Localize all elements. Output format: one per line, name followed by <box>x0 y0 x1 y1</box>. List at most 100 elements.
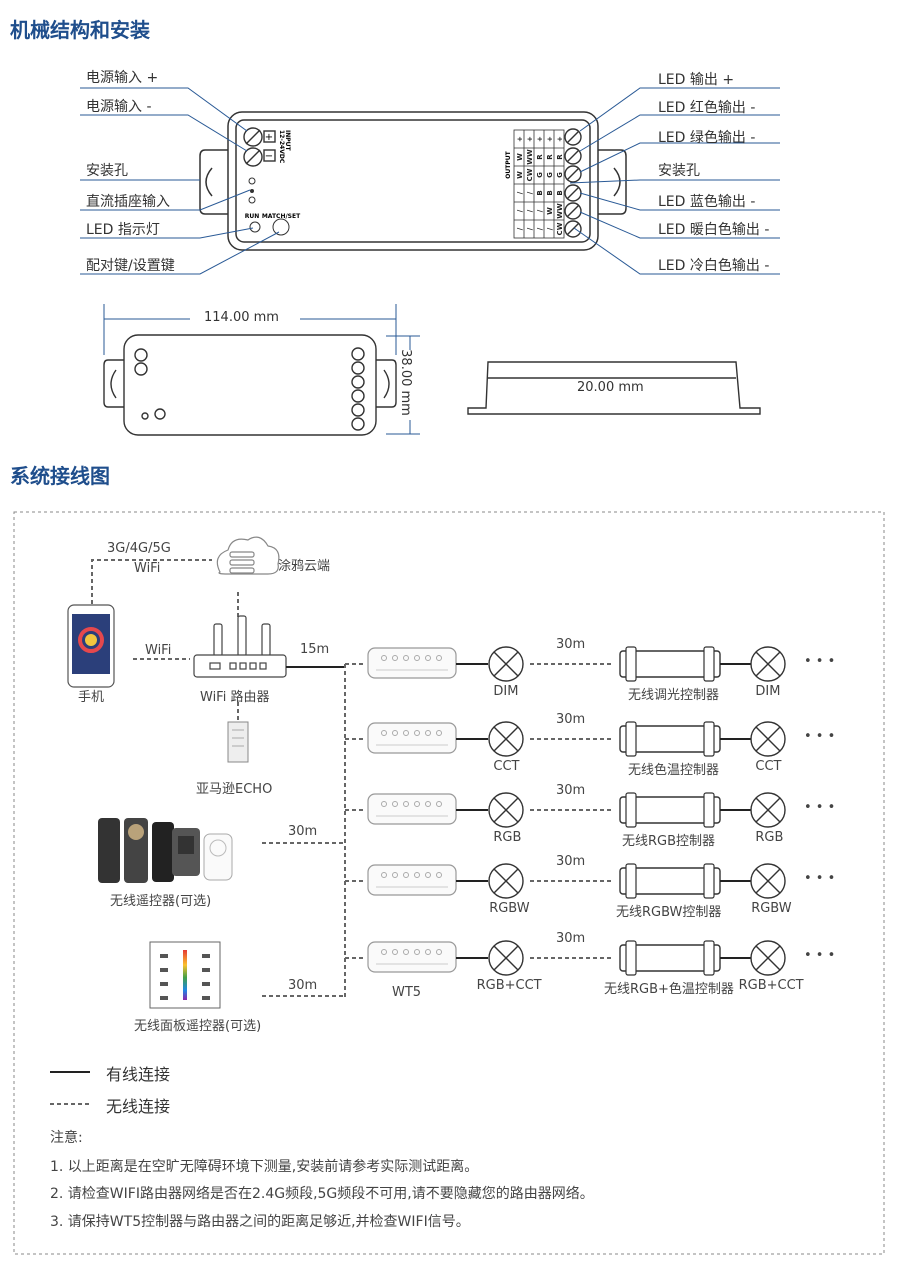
lamp-icon <box>488 940 524 976</box>
lamp-type-label-right: RGB+CCT <box>738 978 804 993</box>
legend-wireless: 无线连接 <box>106 1097 171 1116</box>
terminal-screw-slot <box>566 149 580 163</box>
wt5-controller <box>367 722 457 754</box>
output-table-cell: CW <box>526 168 534 181</box>
echo-label: 亚马逊ECHO <box>196 782 273 797</box>
svg-text:INPUT: INPUT <box>284 130 291 152</box>
remote-label: 无线遥控器(可选) <box>110 894 212 909</box>
more-ellipsis: • • • <box>804 800 836 815</box>
receiver-controller <box>619 792 721 828</box>
output-table-cell: W <box>546 207 554 215</box>
output-table-cell: G <box>556 172 564 178</box>
output-table-cell: R <box>556 154 564 160</box>
wiring-section-title: 系统接线图 <box>10 464 110 488</box>
wireless-distance-label: 30m <box>556 637 586 652</box>
wireless-distance-label: 30m <box>556 712 586 727</box>
wireless-distance-label: 30m <box>556 783 586 798</box>
output-table-cell: / <box>516 191 524 194</box>
label-power-in-neg: 电源输入 - <box>86 99 152 115</box>
svg-text:OUTPUT: OUTPUT <box>505 150 512 178</box>
output-table-cell: W <box>516 153 524 161</box>
terminal-screw-slot <box>566 167 580 181</box>
lamp-icon <box>750 646 786 682</box>
label-led-red: LED 红色输出 - <box>658 100 756 116</box>
output-table-cell: CW <box>556 222 564 235</box>
output-table-cell: + <box>526 136 534 142</box>
lamp-icon <box>488 721 524 757</box>
receiver-controller <box>619 940 721 976</box>
notes-title: 注意: <box>50 1130 83 1146</box>
more-ellipsis: • • • <box>804 654 836 669</box>
output-table-cell: R <box>536 154 544 160</box>
dim-width: 114.00 mm <box>204 310 279 325</box>
phone-label: 手机 <box>78 690 105 705</box>
output-table-cell: WW <box>556 203 564 219</box>
label-mount-hole-right: 安装孔 <box>658 163 700 179</box>
dim-depth: 20.00 mm <box>577 380 644 395</box>
terminal-screw-slot <box>566 186 580 200</box>
lamp-icon <box>488 792 524 828</box>
wifi-link-label: WiFi <box>145 643 172 658</box>
more-ellipsis: • • • <box>804 948 836 963</box>
terminal-screw-slot <box>566 204 580 218</box>
lamp-type-label: RGB <box>493 830 522 845</box>
output-table-cell: G <box>546 172 554 178</box>
controller-label: 无线RGB+色温控制器 <box>604 982 734 997</box>
terminal-screw-slot <box>566 222 580 236</box>
output-table-cell: R <box>546 154 554 160</box>
label-dc-jack: 直流插座输入 <box>86 194 170 210</box>
note-3: 3. 请保持WT5控制器与路由器之间的距离足够近,并检查WIFI信号。 <box>50 1214 470 1230</box>
wt5-controller <box>367 647 457 679</box>
output-table-cell: + <box>546 136 554 142</box>
svg-text:MATCH/SET: MATCH/SET <box>262 213 301 220</box>
panel-label: 无线面板遥控器(可选) <box>134 1019 262 1034</box>
receiver-controller <box>619 721 721 757</box>
output-table-cell: + <box>556 136 564 142</box>
lamp-type-label: DIM <box>493 684 519 699</box>
output-table-cell: / <box>536 209 544 212</box>
net-label-cellular: 3G/4G/5G <box>107 541 171 556</box>
svg-text:+: + <box>265 132 273 143</box>
receiver-controller <box>619 646 721 682</box>
output-table-cell: WW <box>526 149 534 165</box>
controller-label: 无线RGB控制器 <box>622 834 716 849</box>
terminal-screw-slot <box>566 130 580 144</box>
controller-label: 无线色温控制器 <box>628 763 720 778</box>
label-mount-hole-left: 安装孔 <box>86 163 128 179</box>
label-led-blue: LED 蓝色输出 - <box>658 194 756 210</box>
output-table-cell: / <box>516 209 524 212</box>
more-ellipsis: • • • <box>804 871 836 886</box>
label-led-indicator: LED 指示灯 <box>86 222 160 238</box>
lamp-type-label: RGBW <box>489 901 530 916</box>
output-table-cell: + <box>516 136 524 142</box>
output-table-cell: B <box>556 190 564 195</box>
cloud-label: 涂鸦云端 <box>278 559 331 574</box>
lamp-icon <box>750 940 786 976</box>
note-1: 1. 以上距离是在空旷无障碍环境下测量,安装前请参考实际测试距离。 <box>50 1159 479 1175</box>
lamp-type-label: CCT <box>493 759 520 774</box>
distance-panel: 30m <box>288 978 318 993</box>
output-table-cell: W <box>516 171 524 179</box>
svg-text:RUN: RUN <box>245 213 260 220</box>
svg-text:−: − <box>265 151 273 162</box>
wireless-distance-label: 30m <box>556 931 586 946</box>
label-led-warm-white: LED 暖白色输出 - <box>658 222 770 238</box>
wt5-controller <box>367 793 457 825</box>
label-pair-button: 配对键/设置键 <box>86 258 175 274</box>
output-table-cell: B <box>536 190 544 195</box>
net-label-wifi: WiFi <box>134 561 161 576</box>
lamp-icon <box>750 721 786 757</box>
output-table-cell: + <box>536 136 544 142</box>
wireless-distance-label: 30m <box>556 854 586 869</box>
output-table-cell: / <box>536 227 544 230</box>
lamp-type-label-right: RGB <box>755 830 784 845</box>
wt5-label: WT5 <box>392 985 422 1000</box>
lamp-icon <box>750 863 786 899</box>
output-table-cell: B <box>546 190 554 195</box>
distance-remote: 30m <box>288 824 318 839</box>
lamp-type-label-right: DIM <box>755 684 781 699</box>
controller-label: 无线调光控制器 <box>628 688 720 703</box>
lamp-type-label-right: CCT <box>755 759 782 774</box>
note-2: 2. 请检查WIFI路由器网络是否在2.4G频段,5G频段不可用,请不要隐藏您的… <box>50 1186 594 1202</box>
output-table-cell: / <box>516 227 524 230</box>
